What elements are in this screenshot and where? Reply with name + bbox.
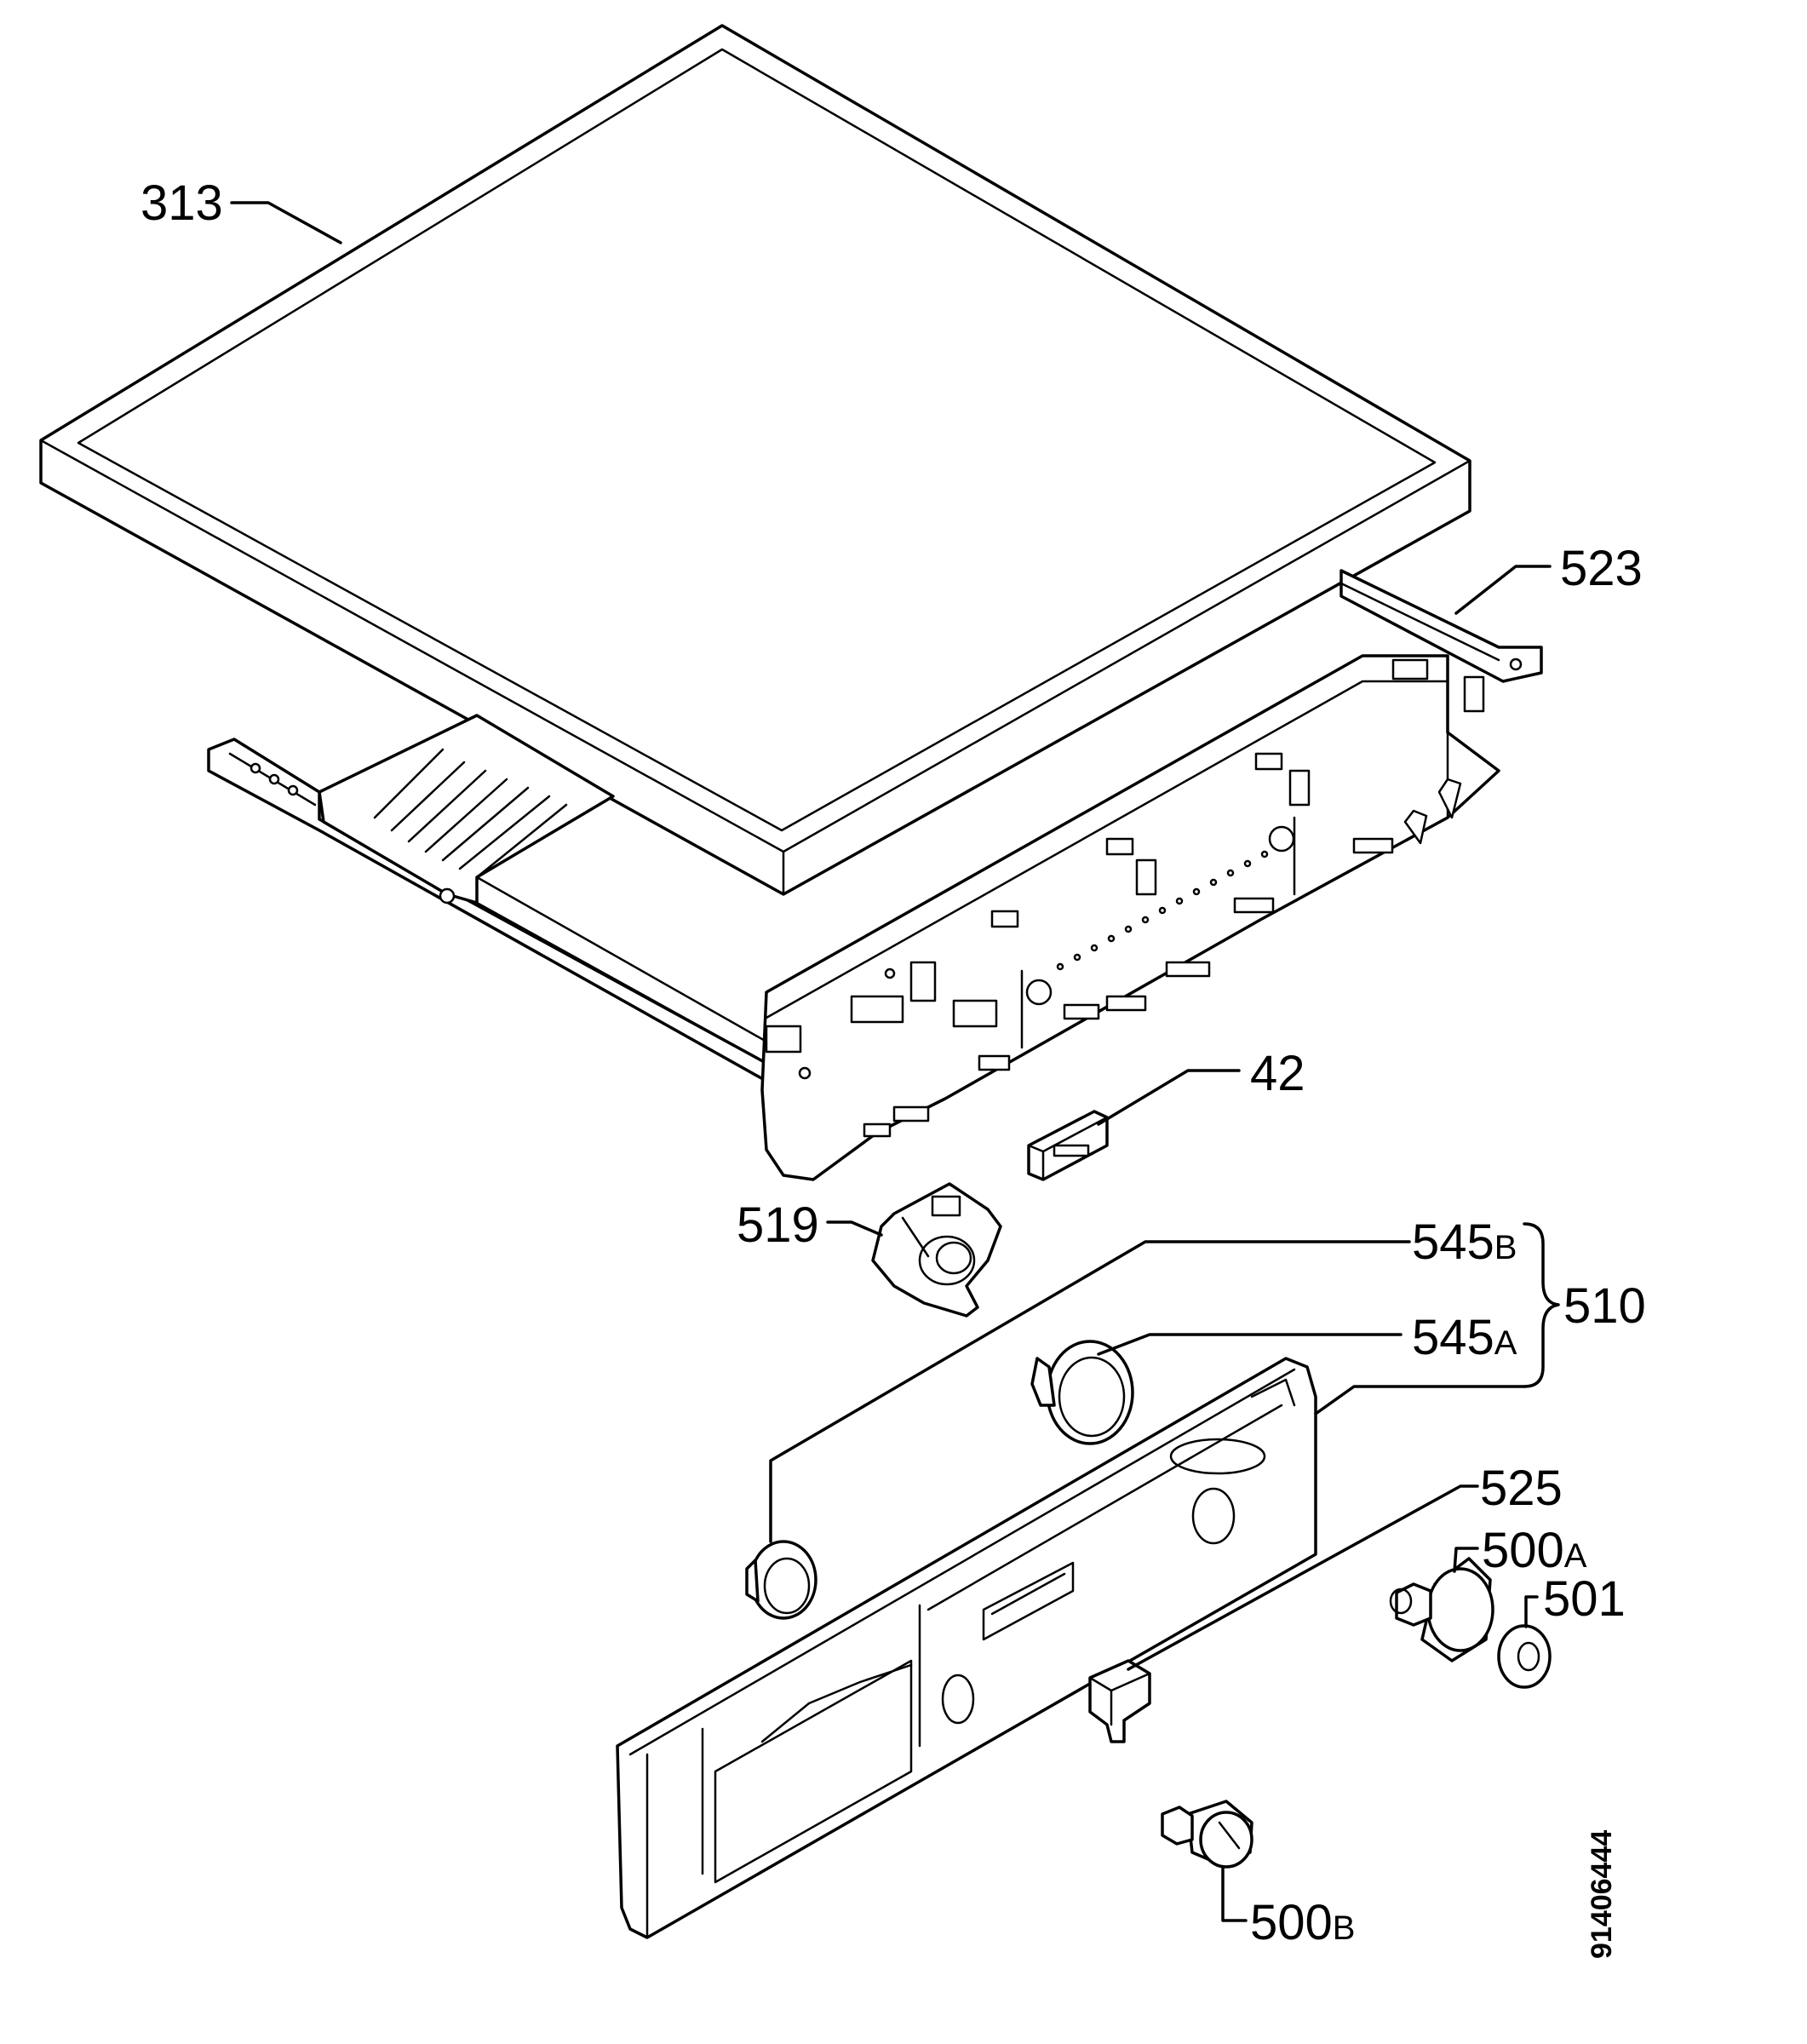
part-545b-small-knob (745, 1540, 817, 1620)
leader-lines (230, 201, 1560, 1922)
part-501-ring (1497, 1624, 1552, 1689)
part-523-panel-frame (207, 569, 1543, 1181)
part-500a-rotary-knob (1389, 1557, 1494, 1662)
part-519-knob-bracket (871, 1182, 1002, 1318)
callout-500a: 500A (1482, 1523, 1587, 1578)
callout-labels: 313 523 42 519 545B 545A 510 525 500A 50… (141, 175, 1646, 1950)
callout-510: 510 (1563, 1278, 1646, 1334)
leader-519 (826, 1220, 883, 1237)
leader-510 (1314, 1385, 1526, 1415)
leader-523 (1454, 565, 1552, 615)
callout-42: 42 (1250, 1046, 1305, 1101)
leader-545b (769, 1240, 1411, 1543)
document-number: 91406444 (1586, 1830, 1618, 1959)
callout-523: 523 (1560, 541, 1643, 596)
part-500b-small-knob (1161, 1800, 1253, 1869)
callout-525: 525 (1480, 1461, 1563, 1516)
callout-500b: 500B (1250, 1895, 1355, 1950)
leader-501 (1524, 1595, 1539, 1628)
part-313-top-cover (39, 24, 1471, 896)
leader-500b (1221, 1865, 1248, 1922)
callout-501: 501 (1543, 1571, 1626, 1627)
leader-500a (1453, 1547, 1479, 1573)
part-545a-large-knob (1030, 1340, 1134, 1445)
part-510-front-fascia (616, 1357, 1317, 1939)
callout-313: 313 (141, 175, 223, 231)
leader-42 (1097, 1069, 1241, 1126)
callout-519: 519 (737, 1197, 819, 1253)
part-42-clip (1027, 1110, 1109, 1181)
leader-313 (230, 201, 342, 244)
callout-545b: 545B (1412, 1214, 1517, 1270)
part-525-switch (1088, 1659, 1151, 1743)
callout-545a: 545A (1412, 1310, 1517, 1365)
leader-545a (1097, 1333, 1403, 1356)
brace-510 (1523, 1222, 1560, 1388)
leader-525 (1127, 1484, 1479, 1671)
